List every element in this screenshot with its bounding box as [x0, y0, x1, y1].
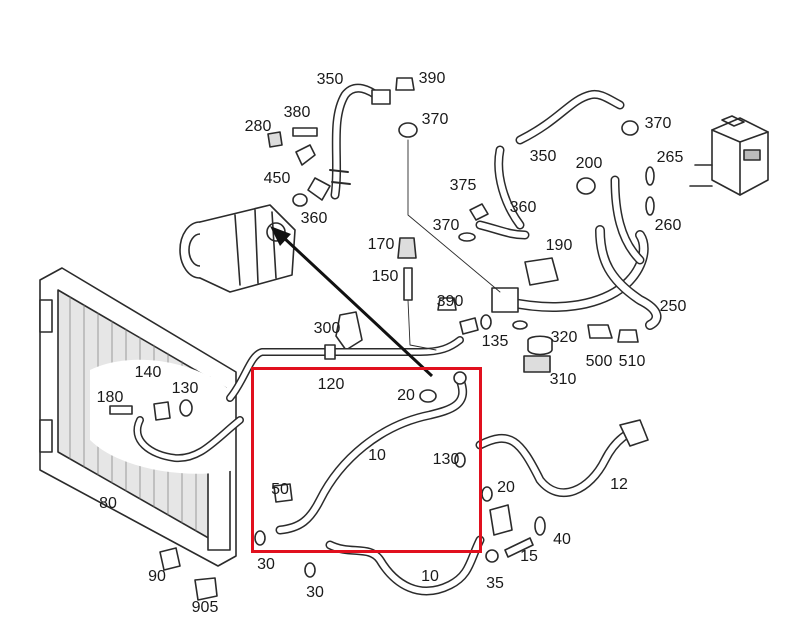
part-label: 310: [549, 371, 577, 388]
part-label: 12: [610, 476, 628, 493]
part-label: 375: [449, 177, 477, 194]
part-label: 300: [313, 320, 341, 337]
part-label: 10: [368, 447, 386, 464]
expansion-valve: [689, 115, 769, 196]
part-label: 40: [553, 531, 571, 548]
part-label: 20: [497, 479, 515, 496]
part-label: 135: [481, 333, 509, 350]
part-label: 10: [421, 568, 439, 585]
part-label: 380: [283, 104, 311, 121]
part-label: 130: [432, 451, 460, 468]
part-label: 390: [436, 293, 464, 310]
highlight-box: [251, 367, 482, 553]
part-label: 20: [397, 387, 415, 404]
part-label: 280: [244, 118, 272, 135]
part-label: 370: [432, 217, 460, 234]
part-label: 120: [317, 376, 345, 393]
part-label: 180: [96, 389, 124, 406]
part-label: 370: [644, 115, 672, 132]
part-label: 50: [271, 481, 289, 498]
part-label: 190: [545, 237, 573, 254]
part-label: 350: [316, 71, 344, 88]
part-label: 360: [509, 199, 537, 216]
part-label: 30: [306, 584, 324, 601]
part-label: 35: [486, 575, 504, 592]
part-label: 30: [257, 556, 275, 573]
part-label: 500: [585, 353, 613, 370]
part-label: 200: [575, 155, 603, 172]
part-label: 320: [550, 329, 578, 346]
part-label: 350: [529, 148, 557, 165]
part-label: 260: [654, 217, 682, 234]
part-label: 905: [191, 599, 219, 616]
part-label: 15: [520, 548, 538, 565]
part-label: 150: [371, 268, 399, 285]
part-label: 360: [300, 210, 328, 227]
part-label: 390: [418, 70, 446, 87]
part-label: 130: [171, 380, 199, 397]
part-label: 370: [421, 111, 449, 128]
compressor: [179, 204, 296, 293]
part-label: 265: [656, 149, 684, 166]
part-label: 90: [148, 568, 166, 585]
part-label: 170: [367, 236, 395, 253]
part-label: 80: [99, 495, 117, 512]
part-label: 450: [263, 170, 291, 187]
part-label: 510: [618, 353, 646, 370]
part-label: 250: [659, 298, 687, 315]
pointer-arrow: [270, 226, 434, 378]
part-label: 140: [134, 364, 162, 381]
